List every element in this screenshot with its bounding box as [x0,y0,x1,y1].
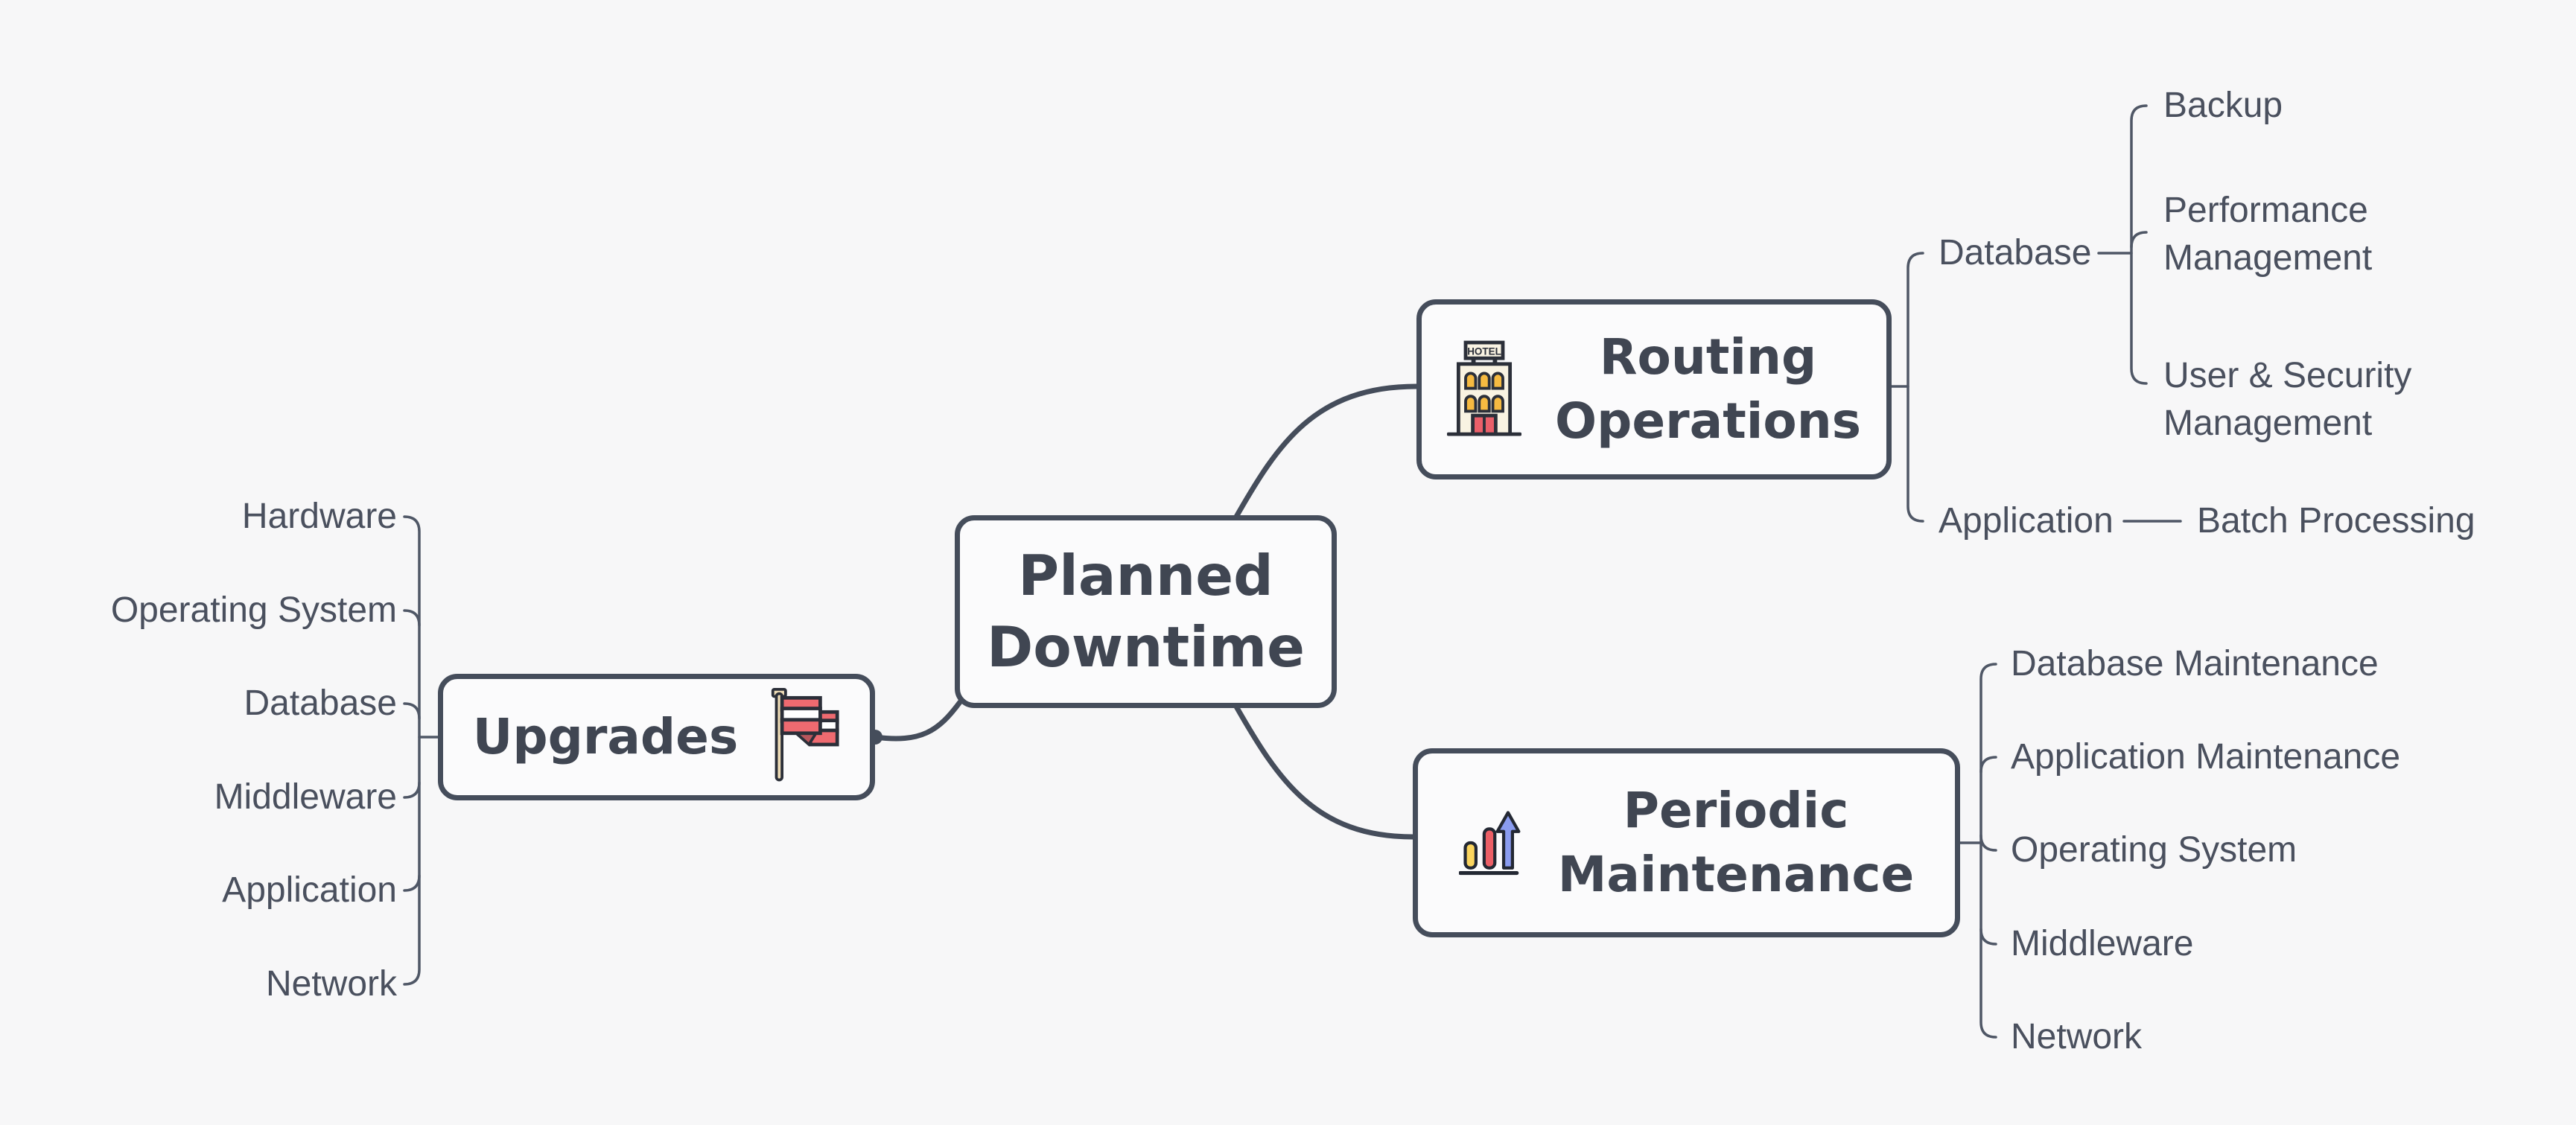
leaf-application-maintenance[interactable]: Application Maintenance [2011,737,2401,777]
rail-upgrades [403,515,421,986]
rail-periodic [1979,663,1997,1039]
edge-root-periodic [1233,704,1416,840]
mindmap-node-periodic-maintenance[interactable]: Periodic Maintenance [1413,748,1960,937]
rail-routing [1906,252,1924,523]
hook-application-maintenance [1979,756,1997,774]
hook-middleware-2 [1979,928,1997,946]
hook-application [403,874,421,892]
leaf-operating-system[interactable]: Operating System [110,590,397,630]
leaf-periodic-network[interactable]: Network [2011,1017,2143,1057]
leaf-database[interactable]: Database [244,683,397,723]
routing-node-title: Routing Operations [1555,328,1861,450]
hook-performance-management [2130,231,2148,249]
edge-root-routing [1233,383,1419,520]
leaf-application[interactable]: Application [222,870,397,910]
periodic-node-title: Periodic Maintenance [1557,782,1915,903]
edge-upgrades-root [872,699,963,742]
root-node-title: Planned Downtime [986,543,1306,680]
leaf-middleware[interactable]: Middleware [214,777,397,817]
leaf-hardware[interactable]: Hardware [241,497,397,536]
mindmap-node-upgrades[interactable]: Upgrades [438,674,875,800]
leaf-performance-management[interactable]: Performance Management [2163,191,2373,278]
leaf-routing-database[interactable]: Database [1939,233,2092,273]
hotel-icon: HOTEL [1447,340,1521,436]
svg-text:HOTEL: HOTEL [1467,345,1501,357]
leaf-database-maintenance[interactable]: Database Maintenance [2011,644,2379,683]
leaf-network[interactable]: Network [265,964,397,1004]
mindmap-node-planned-downtime[interactable]: Planned Downtime [955,515,1337,708]
hook-operating-system-2 [1979,834,1997,852]
upgrades-node-title: Upgrades [472,708,739,766]
hook-operating-system [403,609,421,627]
leaf-user-security-management[interactable]: User & Security Management [2163,356,2412,443]
leaf-batch-processing[interactable]: Batch Processing [2197,501,2475,541]
bar-chart-icon [1458,811,1521,876]
flag-icon [772,687,839,781]
leaf-periodic-middleware[interactable]: Middleware [2011,924,2194,963]
hook-database [403,702,421,720]
leaf-periodic-operating-system[interactable]: Operating System [2011,830,2297,870]
leaf-routing-application[interactable]: Application [1939,501,2114,541]
rail-database-children [2130,104,2148,385]
leaf-backup[interactable]: Backup [2163,86,2283,125]
mindmap-node-routing-operations[interactable]: HOTEL Routing Operations [1416,299,1892,479]
hook-middleware [403,781,421,799]
